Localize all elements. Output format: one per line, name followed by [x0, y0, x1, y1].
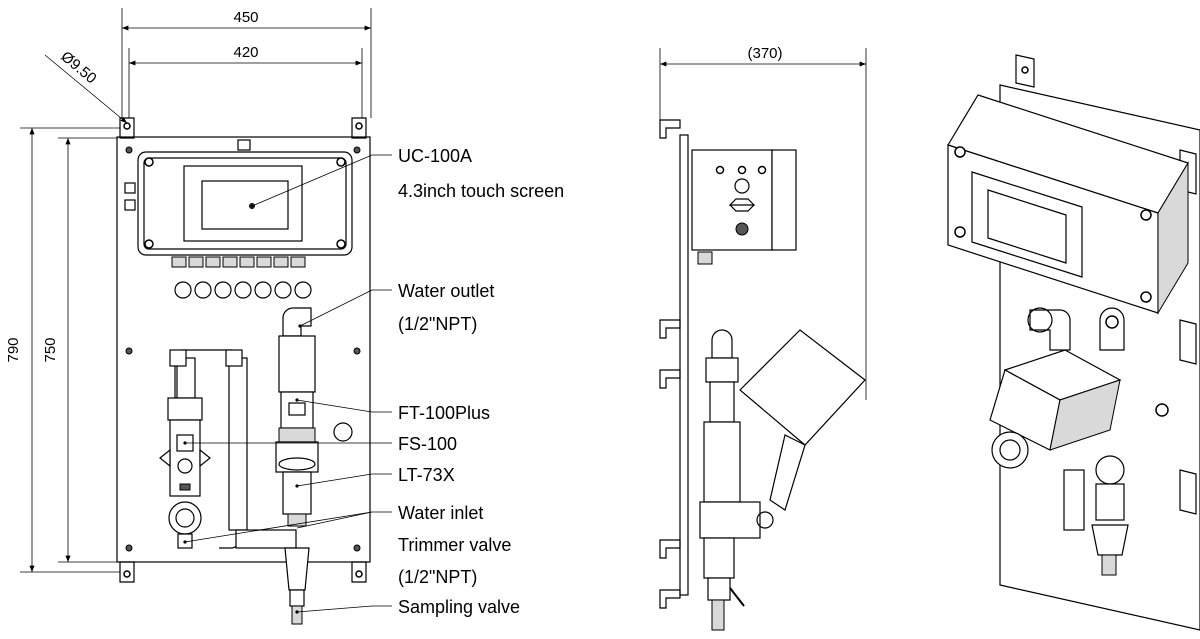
cable-glands [171, 256, 306, 268]
callout-water-inlet: Water inlet [398, 503, 483, 523]
controller-enclosure [124, 139, 353, 256]
dim-width-420: 420 [128, 44, 363, 118]
side-panel [679, 134, 689, 596]
panel-screws [125, 146, 361, 552]
dim-height-inner-label: 750 [42, 337, 59, 362]
callout-sampling-valve: Sampling valve [398, 597, 520, 617]
callout-trimmer-size: (1/2"NPT) [398, 567, 477, 587]
side-view: (370) [659, 45, 867, 631]
dim-hole-diameter: Ø9.50 [44, 48, 128, 124]
callout-lt-sensor: LT-73X [398, 465, 455, 485]
dim-height-790: 790 [5, 127, 120, 573]
dim-width-outer-label: 450 [233, 9, 258, 26]
leader-lines [183, 154, 392, 614]
dim-depth-label: (370) [747, 45, 782, 62]
callout-ft-sensor: FT-100Plus [398, 403, 490, 423]
isometric-view [947, 54, 1200, 631]
callout-water-outlet-size: (1/2"NPT) [398, 314, 477, 334]
dim-width-450: 450 [121, 8, 372, 118]
callout-controller-desc: 4.3inch touch screen [398, 181, 564, 201]
fs-100-sensor [159, 397, 211, 549]
dim-width-inner-label: 420 [233, 44, 258, 61]
dim-hole-label: Ø9.50 [57, 48, 99, 87]
iso-controller [947, 94, 1189, 315]
side-controller [691, 149, 797, 265]
dim-height-outer-label: 790 [5, 337, 22, 362]
side-brackets [659, 119, 681, 609]
ft-100plus-assembly [275, 307, 319, 625]
side-plumbing [699, 329, 866, 631]
front-view: 450 420 Ø9.50 790 750 [5, 8, 564, 625]
callout-water-outlet: Water outlet [398, 281, 494, 301]
callout-controller-model: UC-100A [398, 146, 472, 166]
front-panel [116, 136, 371, 563]
dim-height-750: 750 [42, 137, 118, 563]
callout-fs-sensor: FS-100 [398, 434, 457, 454]
iso-plumbing [989, 307, 1169, 576]
callout-trimmer-valve: Trimmer valve [398, 535, 511, 555]
knockout-holes [174, 281, 353, 442]
callouts: UC-100A 4.3inch touch screen Water outle… [398, 146, 564, 617]
